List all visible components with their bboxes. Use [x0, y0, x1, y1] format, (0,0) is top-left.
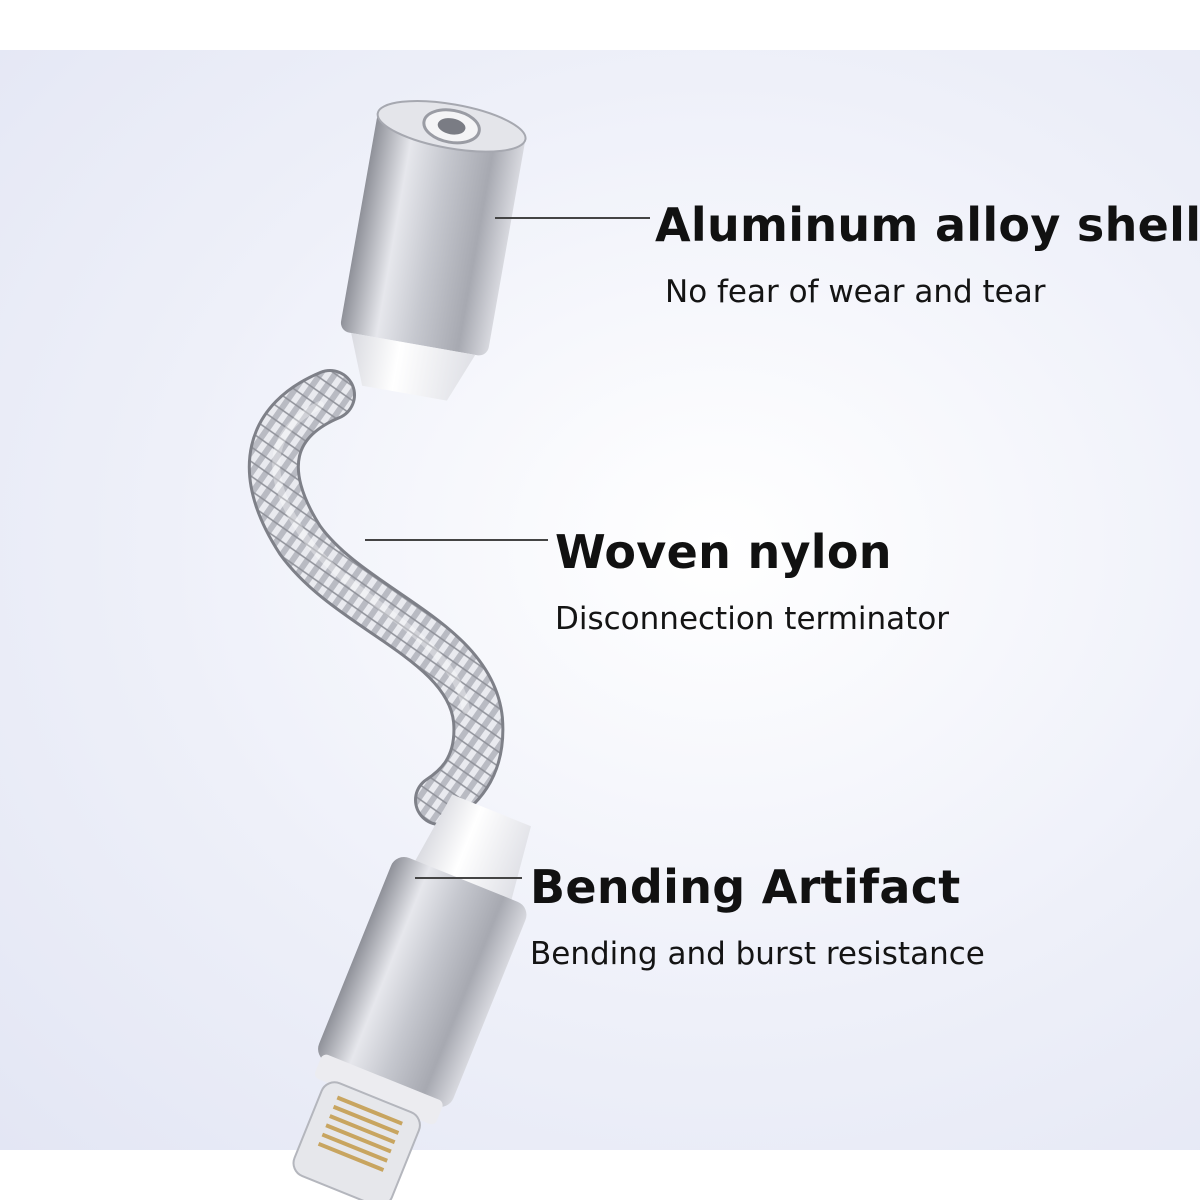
callout-title: Woven nylon: [555, 525, 892, 579]
callout-aluminum-shell: Aluminum alloy shell No fear of wear and…: [655, 198, 1200, 310]
callout-subtitle: Bending and burst resistance: [530, 936, 985, 972]
lightning-connector: [292, 794, 531, 1200]
callout-title: Aluminum alloy shell: [655, 198, 1200, 252]
callout-bending-artifact: Bending Artifact Bending and burst resis…: [530, 860, 985, 972]
product-background: [0, 50, 1200, 1150]
callout-subtitle: No fear of wear and tear: [665, 274, 1046, 310]
braided-cable: [247, 369, 505, 826]
callout-woven-nylon: Woven nylon Disconnection terminator: [555, 525, 949, 637]
jack-shell: [340, 100, 527, 401]
callout-title: Bending Artifact: [530, 860, 961, 914]
callout-subtitle: Disconnection terminator: [555, 601, 950, 637]
